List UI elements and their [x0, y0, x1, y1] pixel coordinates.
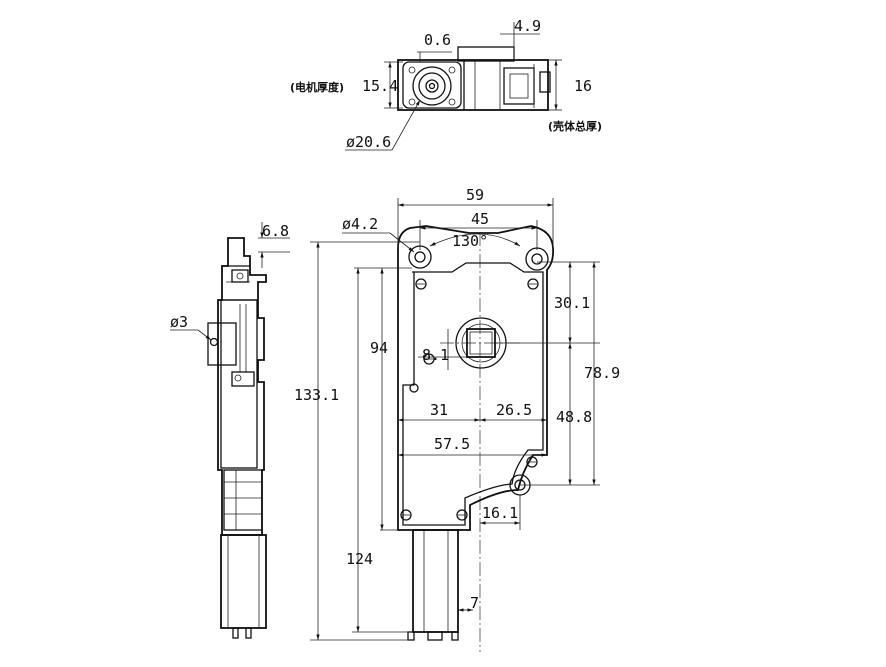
- dim-124: 124: [346, 550, 373, 568]
- dim-dia-20-6: ø20.6: [346, 133, 391, 151]
- dim-7: 7: [470, 594, 479, 612]
- dim-31: 31: [430, 401, 448, 419]
- dim-30-1: 30.1: [554, 294, 590, 312]
- dim-57-5: 57.5: [434, 435, 470, 453]
- dim-dia-4-2: ø4.2: [342, 215, 378, 233]
- dim-8-1: 8.1: [422, 346, 449, 364]
- dim-45: 45: [471, 210, 489, 228]
- dim-94: 94: [370, 339, 388, 357]
- label-motor-thickness: (电机厚度): [290, 80, 344, 94]
- dim-4-9: 4.9: [514, 17, 541, 35]
- dim-133-1: 133.1: [294, 386, 339, 404]
- dim-130deg: 130°: [452, 232, 488, 250]
- dim-0-6: 0.6: [424, 31, 451, 49]
- front-view: 59 45 ø4.2 130° 133.1 94 124 30.1: [294, 186, 620, 652]
- dim-6-8: 6.8: [262, 222, 289, 240]
- dim-dia-3: ø3: [170, 313, 188, 331]
- label-shell-total: (壳体总厚): [548, 119, 602, 133]
- side-view: 6.8 ø3: [170, 222, 290, 639]
- dim-26-5: 26.5: [496, 401, 532, 419]
- top-view: 0.6 4.9 15.4 (电机厚度) 16 (壳体总厚) ø20.6: [290, 17, 602, 151]
- dim-15-4: 15.4: [362, 77, 398, 95]
- dim-16-1: 16.1: [482, 504, 518, 522]
- dim-78-9: 78.9: [584, 364, 620, 382]
- dim-16: 16: [574, 77, 592, 95]
- dim-59: 59: [466, 186, 484, 204]
- dim-48-8: 48.8: [556, 408, 592, 426]
